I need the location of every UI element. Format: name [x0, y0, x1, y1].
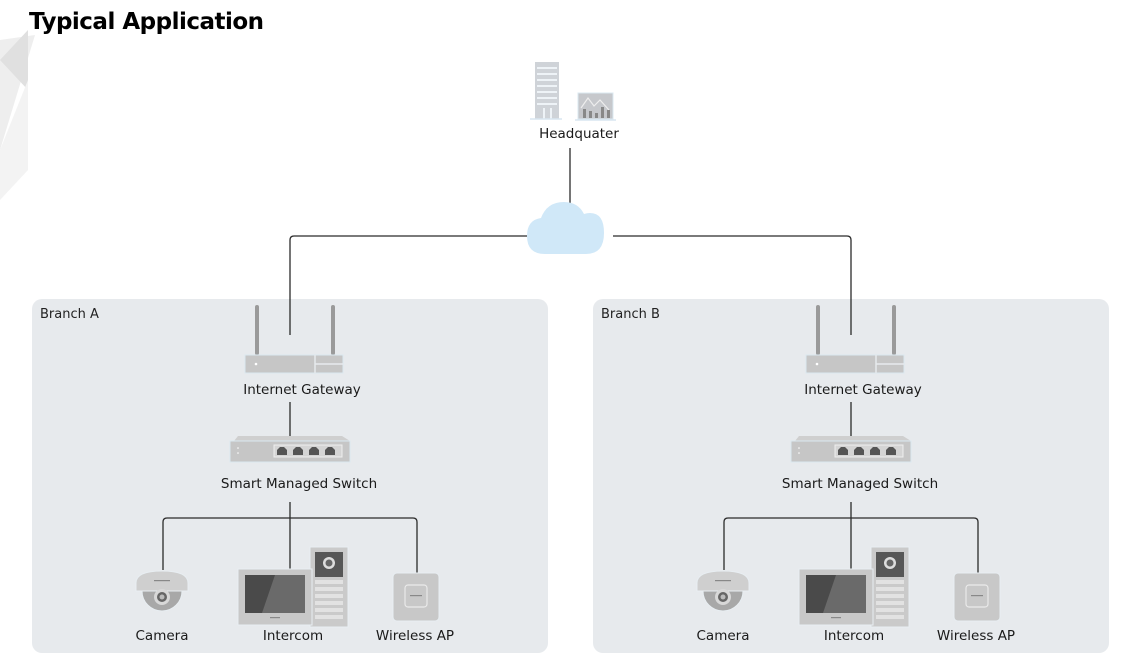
branch-b-label: Branch B	[601, 307, 660, 322]
headquarter-label: Headquater	[539, 126, 619, 142]
branch-b-ap-label: Wireless AP	[936, 628, 1016, 644]
monitor-chart-icon	[575, 92, 616, 121]
branch-b-camera-icon	[696, 570, 750, 612]
branch-b-gateway-icon	[805, 304, 905, 374]
branch-a-device-bus	[162, 517, 418, 573]
branch-b-ap-icon	[953, 572, 1001, 622]
link-branch-b	[613, 235, 852, 335]
branch-b-camera-label: Camera	[696, 628, 750, 644]
branch-a-camera-label: Camera	[135, 628, 189, 644]
cloud-icon	[527, 202, 604, 254]
branch-a-switch-label: Smart Managed Switch	[220, 476, 378, 492]
branch-a-ap-label: Wireless AP	[375, 628, 455, 644]
branch-a-ap-icon	[392, 572, 440, 622]
building-icon	[530, 62, 562, 120]
branch-b-switch-label: Smart Managed Switch	[781, 476, 939, 492]
branch-b-device-bus	[723, 517, 979, 573]
branch-a-switch-icon	[229, 435, 351, 463]
branch-a-label: Branch A	[40, 307, 99, 322]
branch-a-gateway-icon	[244, 304, 344, 374]
branch-a-intercom-label: Intercom	[262, 628, 324, 644]
branch-b-intercom-icon	[798, 546, 910, 628]
branch-a-gateway-label: Internet Gateway	[243, 382, 361, 398]
branch-a-intercom-icon	[237, 546, 349, 628]
branch-b-gateway-label: Internet Gateway	[804, 382, 922, 398]
watermark-shape	[0, 30, 35, 200]
branch-b-intercom-label: Intercom	[823, 628, 885, 644]
branch-b-switch-icon	[790, 435, 912, 463]
branch-a-camera-icon	[135, 570, 189, 612]
link-branch-a	[289, 235, 527, 335]
page-title: Typical Application	[29, 9, 264, 35]
